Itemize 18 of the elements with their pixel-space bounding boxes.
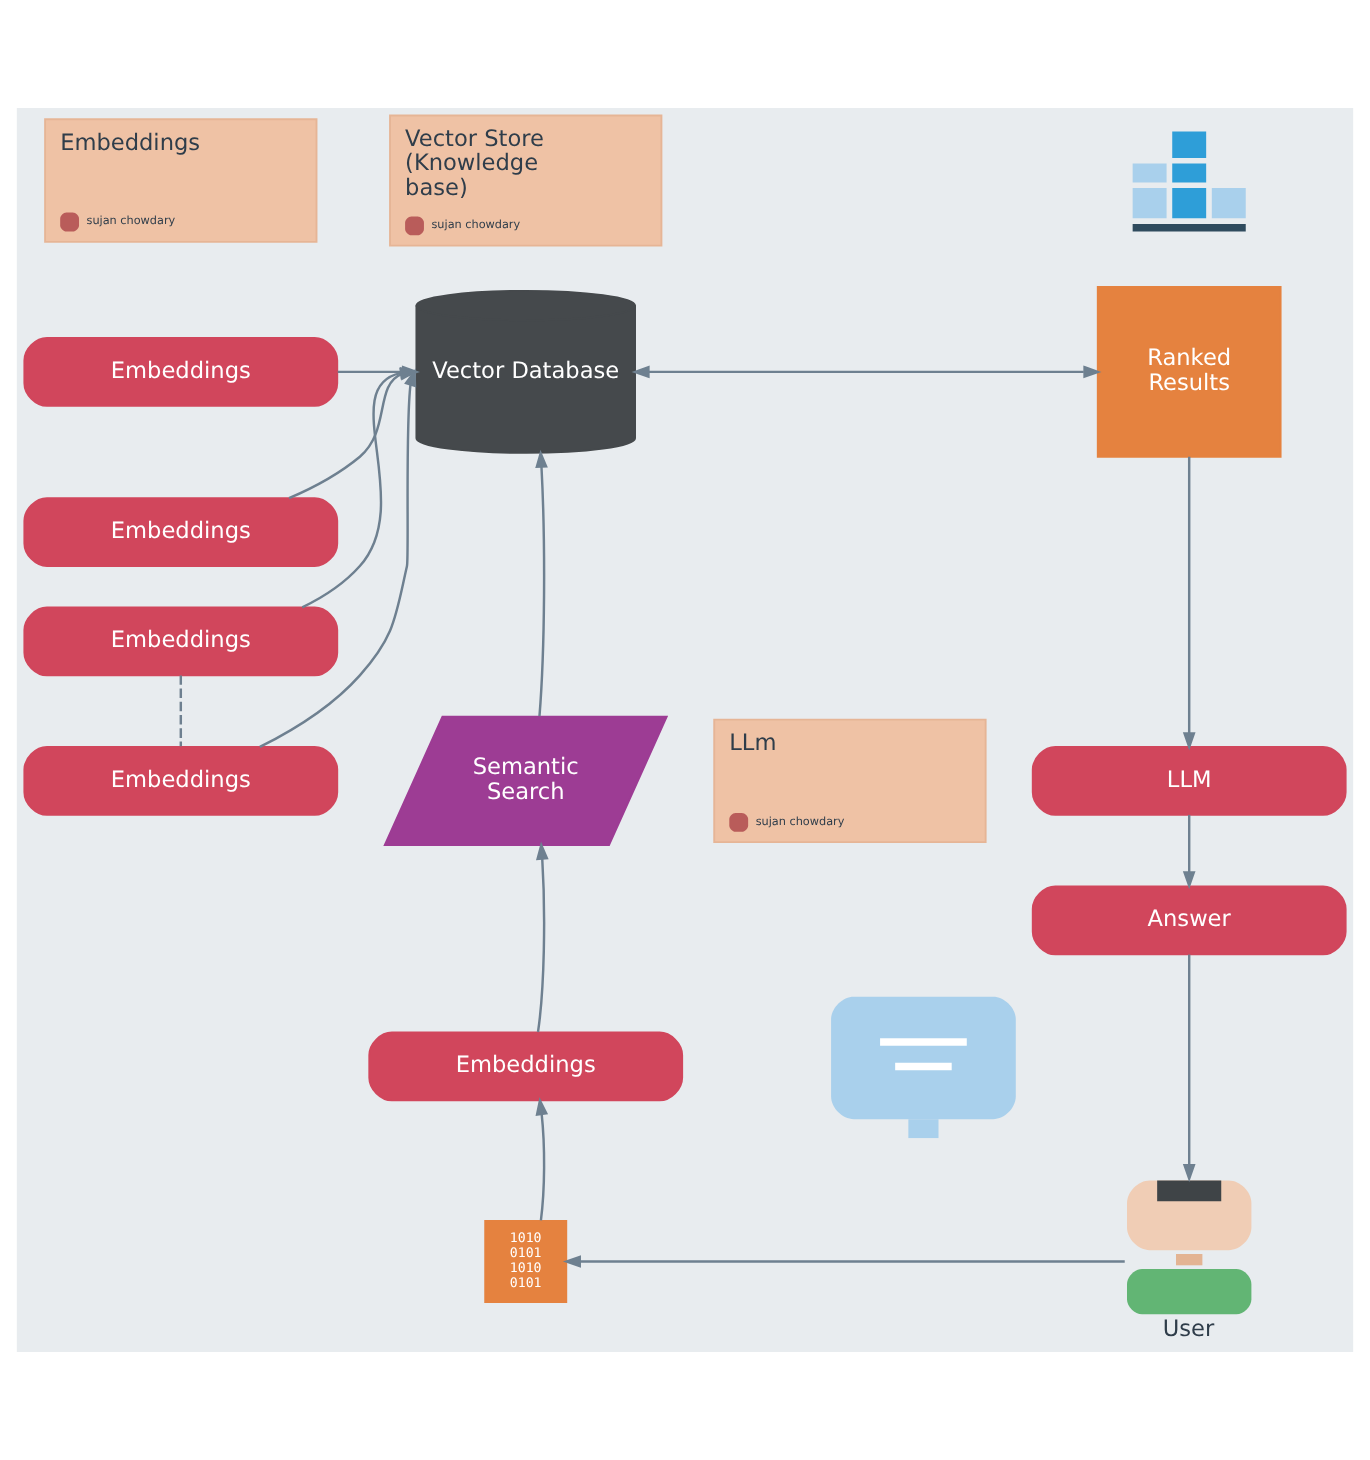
node-box: LLM (1031, 746, 1347, 816)
arrow (535, 449, 548, 717)
arrow (1182, 954, 1196, 1183)
node-box: Ranked Results (1096, 286, 1282, 458)
node-label: User (1162, 1316, 1215, 1343)
node-box: Answer (1031, 885, 1347, 956)
arrow (1182, 456, 1196, 751)
node-box: Embeddings (23, 746, 339, 816)
node-box: Embeddings (23, 606, 339, 677)
arrow (536, 841, 549, 1033)
arrow (535, 1097, 549, 1221)
node-box: Embeddings (23, 497, 339, 567)
node-box: Embeddings (23, 337, 339, 407)
arrow (562, 1255, 1125, 1268)
arrow (1182, 814, 1196, 890)
node-box: Embeddings (368, 1031, 684, 1102)
arrow (631, 365, 1102, 379)
connector (179, 675, 183, 747)
